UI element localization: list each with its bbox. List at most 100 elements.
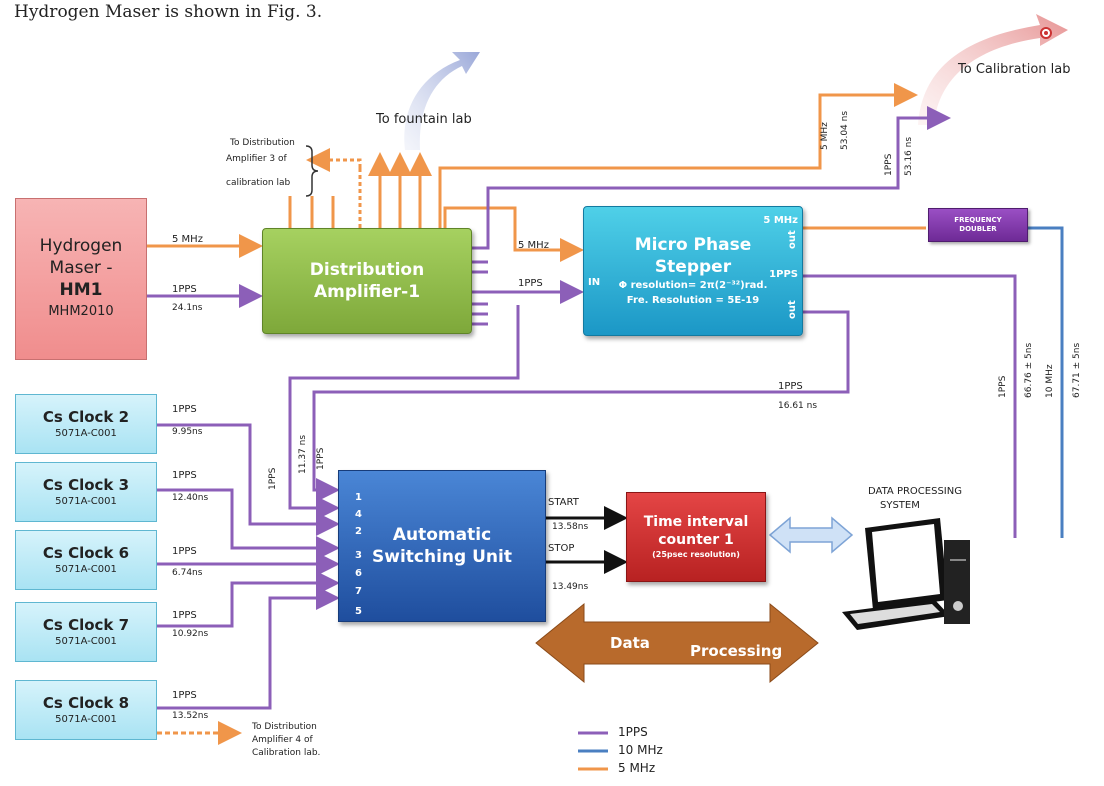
to-dist3-line2: Amplifier 3 of: [226, 154, 287, 164]
cs-clock-name: Cs Clock 6: [42, 544, 130, 562]
start-delay-label: 13.58ns: [552, 522, 589, 532]
dist-1pps-label: 1PPS: [518, 278, 543, 289]
cs-clock-model: 5071A-C001: [55, 428, 117, 439]
mps-delay-label: 16.61 ns: [778, 401, 818, 411]
cs-clock-8-box: Cs Clock 8 5071A-C001: [15, 680, 157, 740]
maser-line2: Maser -: [49, 258, 113, 278]
to-dist4-line2: Amplifier 4 of: [252, 735, 313, 745]
dist-5mhz-label: 5 MHz: [518, 240, 549, 251]
to-dist4-line1: To Distribution: [252, 722, 317, 732]
cs8-signal: 1PPS: [172, 690, 197, 701]
cs6-signal: 1PPS: [172, 546, 197, 557]
mps-port-5mhz: 5 MHz: [763, 215, 798, 226]
mps-resolution2: Fre. Resolution = 5E-19: [626, 295, 760, 306]
asu-input-4: 4: [355, 509, 362, 520]
data-arrow-right: Processing: [690, 642, 783, 660]
right-1pps-delay-label: 66.76 ± 5ns: [1024, 342, 1034, 398]
data-processing-line2: SYSTEM: [880, 500, 920, 511]
cs6-delay: 6.74ns: [172, 568, 203, 578]
dist-line2: Amplifier-1: [313, 282, 421, 302]
top-1pps-delay-label: 53.16 ns: [904, 136, 914, 176]
cs-clock-model: 5071A-C001: [55, 496, 117, 507]
right-1pps-label: 1PPS: [998, 375, 1008, 398]
asu-input-5: 5: [355, 606, 362, 617]
data-processing-line1: DATA PROCESSING: [868, 486, 962, 497]
fd-line1: FREQUENCY: [954, 216, 1002, 224]
maser-line1: Hydrogen: [39, 236, 123, 256]
legend-1pps-label: 1PPS: [618, 725, 648, 739]
maser-model: MHM2010: [48, 304, 114, 319]
asu-1pps-b-label: 1PPS: [316, 447, 326, 470]
top-1pps-label: 1PPS: [884, 153, 894, 176]
cs-clock-6-box: Cs Clock 6 5071A-C001: [15, 530, 157, 590]
start-label: START: [548, 497, 579, 508]
dist-line1: Distribution: [309, 260, 425, 280]
mps-line1: Micro Phase: [634, 235, 752, 255]
tic-line2: counter 1: [658, 532, 734, 548]
hydrogen-maser-box: Hydrogen Maser - HM1 MHM2010: [15, 198, 147, 360]
legend-10mhz-label: 10 MHz: [618, 743, 663, 757]
asu-line1: Automatic: [392, 525, 492, 545]
stop-label: STOP: [548, 543, 575, 554]
time-interval-counter-box: Time interval counter 1 (25psec resoluti…: [626, 492, 766, 582]
asu-delay-a-label: 11.37 ns: [298, 434, 308, 474]
cs8-delay: 13.52ns: [172, 711, 209, 721]
to-dist3-line1: To Distribution: [230, 138, 295, 148]
micro-phase-stepper-box: Micro Phase Stepper Φ resolution= 2π(2⁻³…: [583, 206, 803, 336]
computer-icon: [842, 518, 970, 630]
cs-clock-3-box: Cs Clock 3 5071A-C001: [15, 462, 157, 522]
cs-clock-2-box: Cs Clock 2 5071A-C001: [15, 394, 157, 454]
cs2-signal: 1PPS: [172, 404, 197, 415]
asu-line2: Switching Unit: [372, 547, 512, 567]
mps-1pps-label: 1PPS: [778, 381, 803, 392]
to-dist4-line3: Calibration lab.: [252, 748, 321, 758]
distribution-amplifier-box: Distribution Amplifier-1: [262, 228, 472, 334]
maser-1pps-label: 1PPS: [172, 284, 197, 295]
cs3-delay: 12.40ns: [172, 493, 209, 503]
to-calibration-label: To Calibration lab: [958, 62, 1071, 77]
fountain-curve-arrow: [404, 52, 480, 150]
to-fountain-label: To fountain lab: [376, 112, 472, 127]
frequency-doubler-box: FREQUENCY DOUBLER: [928, 208, 1028, 242]
asu-1pps-a-label: 1PPS: [268, 467, 278, 490]
cs-clock-name: Cs Clock 8: [42, 694, 130, 712]
asu-input-2: 2: [355, 526, 362, 537]
cs2-delay: 9.95ns: [172, 427, 203, 437]
fd-line2: DOUBLER: [959, 225, 997, 233]
maser-delay-label: 24.1ns: [172, 303, 203, 313]
to-dist3-line3: calibration lab: [226, 178, 291, 188]
asu-input-6: 6: [355, 568, 362, 579]
cs3-signal: 1PPS: [172, 470, 197, 481]
maser-line3: HM1: [59, 280, 103, 300]
mps-port-1pps: 1PPS: [769, 269, 798, 280]
right-10mhz-label: 10 MHz: [1045, 364, 1055, 398]
mps-in-label: IN: [588, 277, 601, 288]
cs-clock-7-box: Cs Clock 7 5071A-C001: [15, 602, 157, 662]
mps-resolution1: Φ resolution= 2π(2⁻³²)rad.: [618, 280, 768, 291]
cs-clock-name: Cs Clock 7: [42, 616, 130, 634]
asu-input-1: 1: [355, 492, 362, 503]
cs-clock-name: Cs Clock 2: [42, 408, 130, 426]
mps-line2: Stepper: [654, 257, 732, 277]
asu-input-7: 7: [355, 586, 362, 597]
legend-5mhz-label: 5 MHz: [618, 761, 656, 775]
data-arrow-left: Data: [610, 634, 650, 652]
cs-clock-model: 5071A-C001: [55, 636, 117, 647]
top-5mhz-label: 5 MHz: [820, 122, 830, 150]
cs-clock-name: Cs Clock 3: [42, 476, 130, 494]
cs7-delay: 10.92ns: [172, 629, 209, 639]
tic-line1: Time interval: [643, 514, 749, 530]
header-caption: Hydrogen Maser is shown in Fig. 3.: [14, 2, 323, 22]
right-10mhz-delay-label: 67.71 ± 5ns: [1072, 342, 1082, 398]
stop-delay-label: 13.49ns: [552, 582, 589, 592]
mps-out2: out: [787, 300, 799, 319]
cs-clock-model: 5071A-C001: [55, 564, 117, 575]
top-5mhz-delay-label: 53.04 ns: [840, 110, 850, 150]
asu-input-3: 3: [355, 550, 362, 561]
tic-resolution: (25psec resolution): [652, 550, 740, 559]
automatic-switching-unit-box: Automatic Switching Unit 1 4 2 3 6 7 5: [338, 470, 546, 622]
cs-clock-model: 5071A-C001: [55, 714, 117, 725]
maser-5mhz-label: 5 MHz: [172, 234, 203, 245]
